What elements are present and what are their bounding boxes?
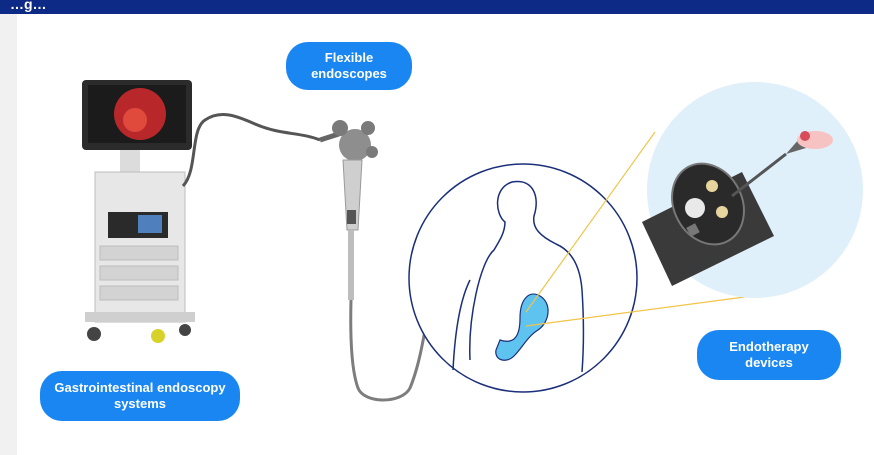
label-gi-endoscopy-systems: Gastrointestinal endoscopy systems — [40, 371, 240, 421]
endoscopy-tower-icon — [82, 80, 195, 343]
label-endotherapy-devices: Endotherapy devices — [697, 330, 841, 380]
torso-silhouette-icon — [409, 164, 637, 392]
label-flexible-endoscopes: Flexible endoscopes — [286, 42, 412, 90]
scope-tip-zoom-icon — [642, 82, 863, 298]
